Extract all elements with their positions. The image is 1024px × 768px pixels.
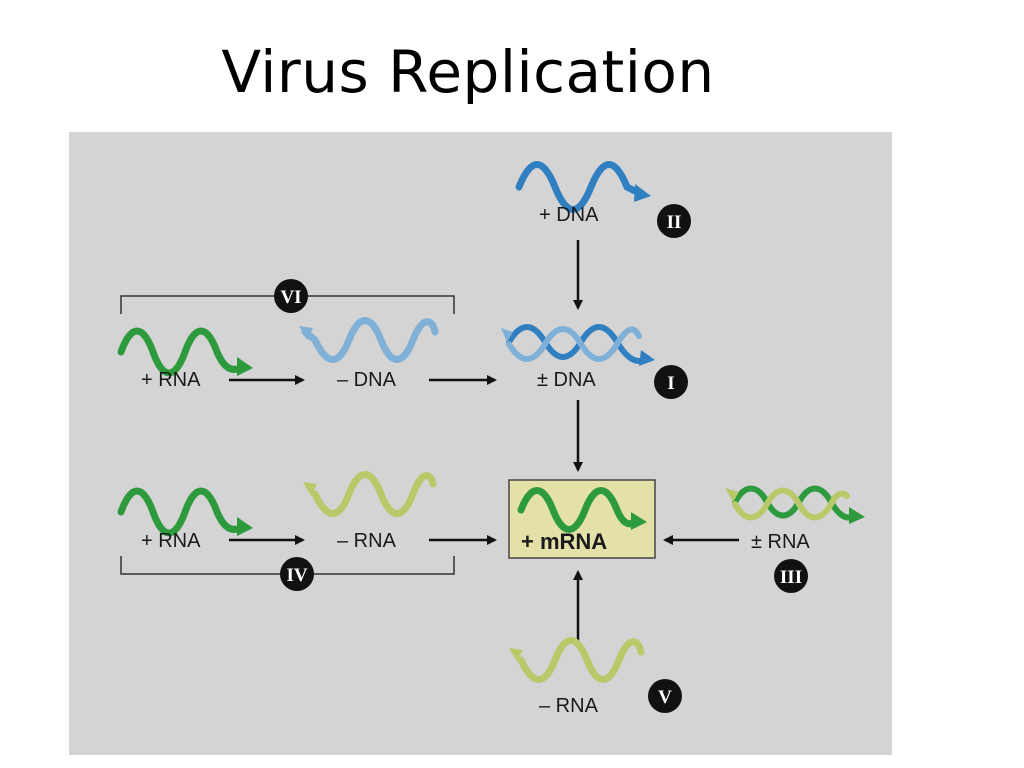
label-v-minus-rna: – RNA — [539, 695, 599, 717]
class-vi-minus-dna-strand — [299, 317, 439, 363]
virus-replication-diagram: + DNA II VI + RNA — [69, 132, 892, 755]
svg-text:IV: IV — [286, 565, 307, 586]
class-i-pm-dna-strand — [501, 324, 655, 366]
class-vi-plus-rna-strand — [117, 327, 253, 377]
class-iv-minus-rna-strand — [303, 471, 437, 517]
badge-v: V — [648, 679, 682, 713]
svg-text:V: V — [658, 687, 672, 708]
badge-iii: III — [774, 559, 808, 593]
class-iv-plus-rna-strand — [117, 487, 253, 537]
label-mrna: + mRNA — [521, 529, 607, 554]
slide-title: Virus Replication — [221, 38, 715, 106]
badge-ii: II — [657, 204, 691, 238]
mrna-box — [508, 479, 656, 559]
label-pm-rna: ± RNA — [751, 531, 810, 553]
label-iv-plus-rna: + RNA — [141, 530, 201, 552]
label-vi-plus-rna: + RNA — [141, 369, 201, 391]
label-pm-dna: ± DNA — [537, 369, 596, 391]
svg-text:I: I — [667, 373, 674, 394]
label-minus-dna: – DNA — [337, 369, 397, 391]
svg-text:VI: VI — [280, 287, 301, 308]
label-iv-minus-rna: – RNA — [337, 530, 397, 552]
class-vi-bracket: VI — [120, 279, 455, 314]
diagram-canvas: + DNA II VI + RNA — [117, 161, 865, 717]
badge-i: I — [654, 365, 688, 399]
svg-text:II: II — [667, 212, 682, 233]
class-iv-bracket: IV — [120, 556, 455, 591]
class-ii-plus-dna-strand — [515, 161, 651, 213]
label-plus-dna: + DNA — [539, 204, 599, 226]
class-iii-pm-rna-strand — [725, 485, 865, 524]
class-v-minus-rna-strand — [509, 637, 645, 683]
svg-text:III: III — [780, 567, 802, 588]
